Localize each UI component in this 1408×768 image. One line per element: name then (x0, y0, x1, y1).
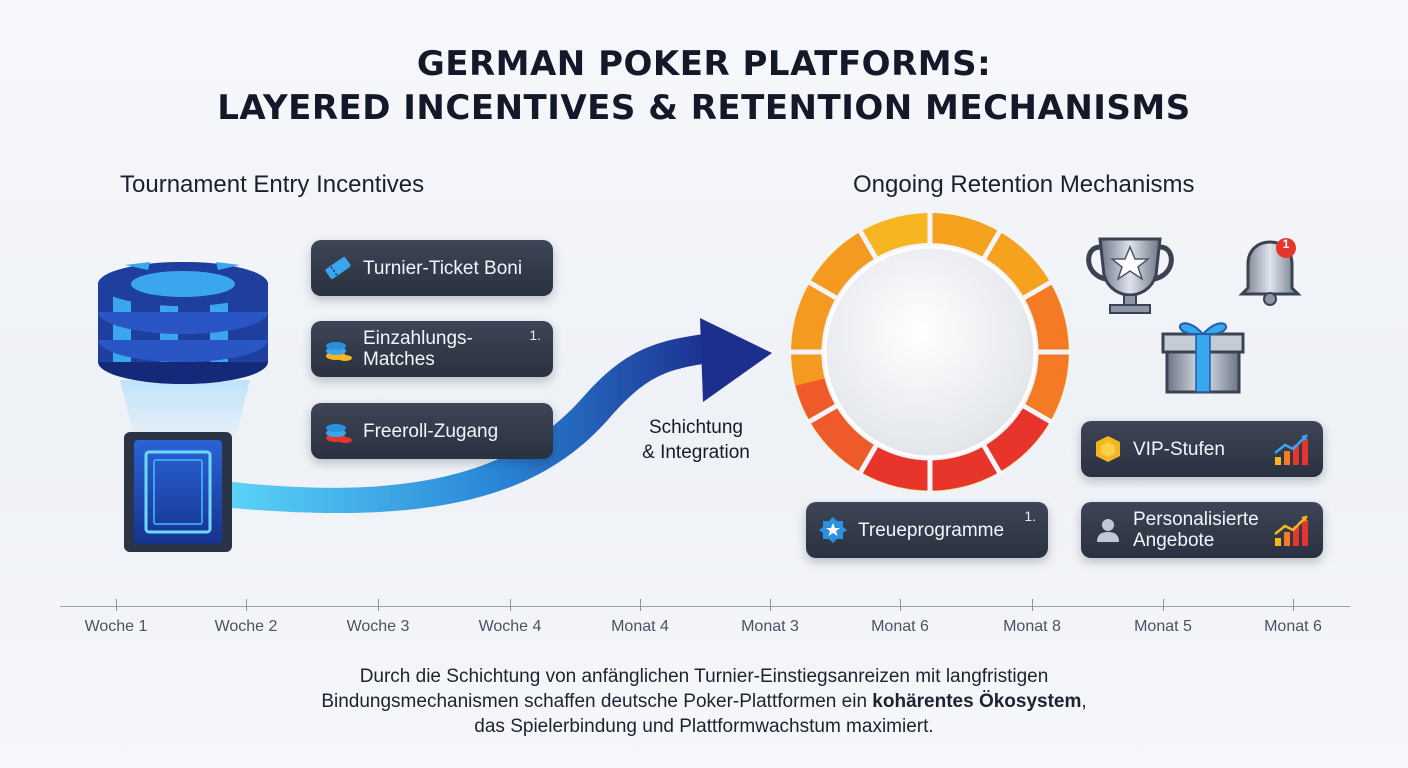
right-section-heading: Ongoing Retention Mechanisms (853, 171, 1195, 198)
caption-line-3: das Spielerbindung und Plattformwachstum… (474, 716, 934, 737)
bar-growth-icon (1274, 434, 1308, 465)
star-badge-icon (819, 517, 847, 543)
pill-footnote-marker: 1. (1024, 508, 1036, 524)
page-title-line-1: GERMAN POKER PLATFORMS: (416, 44, 992, 84)
timeline-label: Monat 6 (1264, 618, 1322, 635)
timeline-label: Monat 8 (1003, 618, 1061, 635)
timeline-label: Woche 3 (346, 618, 410, 635)
bell-notification-count: 1 (1283, 237, 1290, 251)
glowing-card-icon (124, 432, 232, 552)
pill-label: Freeroll-Zugang (363, 420, 499, 442)
flow-label: Schichtung & Integration (626, 415, 766, 465)
page-title-line-2: LAYERED INCENTIVES & RETENTION MECHANISM… (217, 88, 1191, 128)
pill-label: Turnier-Ticket Boni (363, 257, 523, 279)
timeline-tick (1293, 599, 1294, 611)
bar-growth-icon (1274, 515, 1308, 546)
flow-label-line-2: & Integration (642, 442, 750, 463)
timeline-tick (246, 599, 247, 611)
diagram-illustration: 1 (98, 210, 1302, 552)
poker-chip-stack-icon (98, 262, 268, 384)
timeline-tick (1163, 599, 1164, 611)
timeline-tick (378, 599, 379, 611)
timeline-tick (116, 599, 117, 611)
light-beam (120, 380, 250, 440)
pill-treueprogramme: Treueprogramme 1. (806, 502, 1048, 558)
coin-stack-red-icon (326, 424, 352, 443)
caption-line-2-text: Bindungsmechanismen schaffen deutsche Po… (321, 691, 873, 712)
caption-line-2: Bindungsmechanismen schaffen deutsche Po… (0, 689, 1408, 714)
timeline-tick (770, 599, 771, 611)
ticket-icon (325, 256, 351, 280)
flow-label-line-1: Schichtung (648, 417, 743, 438)
timeline-label: Woche 4 (478, 618, 542, 635)
retention-ring-icon (788, 210, 1072, 494)
timeline-label: Monat 5 (1134, 618, 1192, 635)
timeline-tick (640, 599, 641, 611)
pill-label: Treueprogramme (858, 519, 1005, 541)
user-icon (1097, 519, 1119, 542)
pill-label: VIP-Stufen (1133, 438, 1225, 460)
pill-label-line-1: Personalisierte (1133, 509, 1259, 530)
caption-line-1: Durch die Schichtung von anfänglichen Tu… (359, 666, 1049, 687)
timeline-label: Monat 6 (871, 618, 929, 635)
timeline-label: Monat 3 (741, 618, 799, 635)
timeline-axis (60, 606, 1350, 607)
pill-label-line-2: Matches (363, 349, 435, 370)
bell-icon (1238, 238, 1302, 306)
coin-stack-icon (326, 342, 352, 361)
pill-turnier-ticket-boni: Turnier-Ticket Boni (311, 240, 553, 296)
hexagon-badge-icon (1096, 436, 1120, 462)
pill-einzahlungs-matches: Einzahlungs- Matches 1. (311, 321, 553, 377)
pill-footnote-marker: 1. (529, 327, 541, 343)
pill-label-line-1: Einzahlungs- (363, 328, 473, 349)
caption-line-2-end: , (1081, 691, 1087, 712)
timeline-tick (510, 599, 511, 611)
timeline-tick (900, 599, 901, 611)
timeline-label: Monat 4 (611, 618, 669, 635)
pill-vip-stufen: VIP-Stufen (1081, 421, 1323, 477)
pill-label-line-2: Angebote (1133, 530, 1215, 551)
left-section-heading: Tournament Entry Incentives (120, 171, 425, 198)
trophy-icon (1086, 237, 1174, 314)
pill-personalisierte-angebote: Personalisierte Angebote (1081, 502, 1323, 558)
pill-freeroll-zugang: Freeroll-Zugang (311, 403, 553, 459)
timeline-label: Woche 2 (214, 618, 278, 635)
gift-box-icon (1161, 322, 1245, 394)
timeline-label: Woche 1 (84, 618, 148, 635)
flow-arrow (232, 318, 772, 514)
caption-emphasis: kohärentes Ökosystem (872, 691, 1082, 712)
timeline-tick (1032, 599, 1033, 611)
